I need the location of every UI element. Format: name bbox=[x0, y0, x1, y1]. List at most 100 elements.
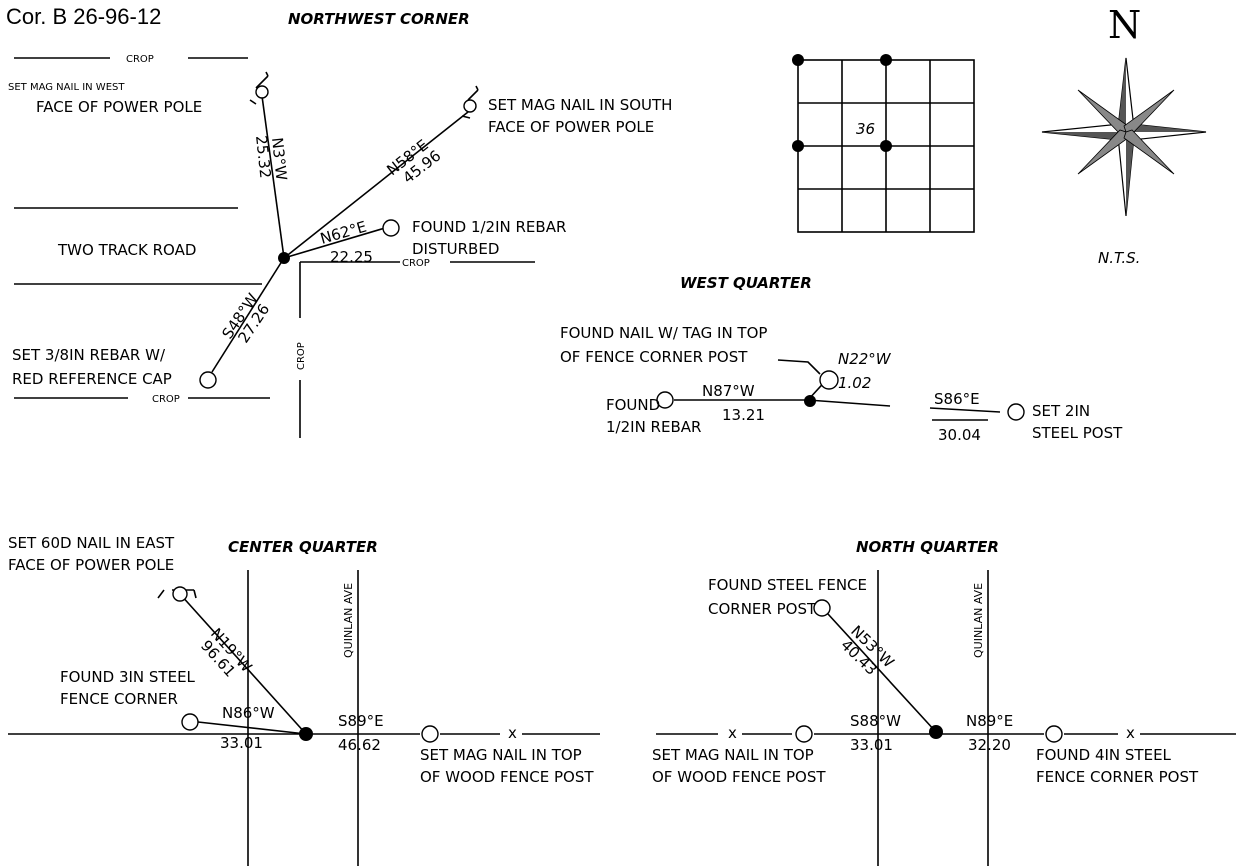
tie-description: OF WOOD FENCE POST bbox=[420, 768, 594, 786]
tie-bearing: N22°W bbox=[838, 350, 892, 368]
found-nail-icon bbox=[819, 370, 839, 390]
tie-distance: 22.25 bbox=[330, 248, 373, 266]
found-fence-post-icon bbox=[813, 599, 831, 617]
tie-bearing: N87°W bbox=[702, 382, 755, 400]
tie-distance: 1.02 bbox=[838, 374, 871, 392]
road-label: QUINLAN AVE bbox=[342, 583, 355, 658]
tie-description: FOUND 3IN STEEL bbox=[60, 668, 196, 686]
tie-description: SET 2IN bbox=[1032, 402, 1090, 420]
tie-description: 1/2IN REBAR bbox=[606, 418, 701, 436]
tie-description: RED REFERENCE CAP bbox=[12, 370, 172, 388]
crop-label: CROP bbox=[152, 394, 180, 405]
northwest-corner-detail: NORTHWEST CORNER CROP TWO TRACK ROAD CRO… bbox=[8, 10, 672, 438]
fence-mark: x bbox=[508, 724, 517, 742]
tie-line bbox=[197, 721, 307, 735]
tie-description: FOUND 1/2IN REBAR bbox=[412, 218, 566, 236]
northwest-corner-title: NORTHWEST CORNER bbox=[288, 10, 470, 28]
set-post-icon bbox=[1007, 403, 1025, 421]
tie-bearing: N62°E bbox=[318, 218, 368, 248]
section-number: 36 bbox=[856, 120, 875, 138]
found-fence-corner-icon bbox=[181, 713, 199, 731]
quarter-monument-icon bbox=[804, 395, 816, 407]
scale-note: N.T.S. bbox=[1098, 249, 1140, 267]
tie-line bbox=[283, 111, 469, 259]
tie-bearing: S88°W bbox=[850, 712, 901, 730]
quarter-monument-icon bbox=[299, 727, 313, 741]
center-quarter-detail: CENTER QUARTER QUINLAN AVE x SET 60D NAI… bbox=[8, 534, 600, 866]
set-rebar-icon bbox=[199, 371, 217, 389]
tie-bearing: N86°W bbox=[222, 704, 275, 722]
north-quarter-detail: NORTH QUARTER QUINLAN AVE x x FOUND STEE… bbox=[652, 538, 1236, 866]
set-mag-nail-icon bbox=[421, 725, 439, 743]
tie-line bbox=[827, 613, 937, 733]
north-arrow: N N.T.S. bbox=[1041, 3, 1207, 267]
corner-monument-icon bbox=[278, 252, 290, 264]
tie-description: FOUND bbox=[606, 396, 660, 414]
crop-label: CROP bbox=[126, 54, 154, 65]
tie-description: OF FENCE CORNER POST bbox=[560, 348, 748, 366]
tie-line bbox=[929, 407, 1001, 413]
west-quarter-detail: WEST QUARTER FOUND NAIL W/ TAG IN TOP OF… bbox=[560, 274, 1123, 444]
tie-description: SET 60D NAIL IN EAST bbox=[8, 534, 175, 552]
tie-description: SET MAG NAIL IN SOUTH bbox=[488, 96, 672, 114]
found-rebar-icon bbox=[656, 391, 674, 409]
tie-distance: 25.32 bbox=[252, 135, 274, 180]
tie-line bbox=[179, 593, 307, 735]
road-label: TWO TRACK ROAD bbox=[57, 241, 196, 259]
tie-description: FACE OF POWER POLE bbox=[36, 98, 202, 116]
tie-description: FACE OF POWER POLE bbox=[8, 556, 174, 574]
tie-description: SET MAG NAIL IN WEST bbox=[8, 82, 125, 93]
power-pole-icon bbox=[461, 85, 479, 119]
found-rebar-icon bbox=[382, 219, 400, 237]
tie-bearing: S89°E bbox=[338, 712, 384, 730]
found-fence-post-icon bbox=[1045, 725, 1063, 743]
tie-description: CORNER POST bbox=[708, 600, 817, 618]
west-quarter-title: WEST QUARTER bbox=[680, 274, 812, 292]
tie-description: FOUND STEEL FENCE bbox=[708, 576, 867, 594]
tie-description: SET MAG NAIL IN TOP bbox=[652, 746, 814, 764]
document-reference: Cor. B 26-96-12 bbox=[6, 4, 161, 29]
compass-rose-icon bbox=[1041, 57, 1207, 217]
corner-marker-icon bbox=[792, 140, 804, 152]
tie-description: SET 3/8IN REBAR W/ bbox=[12, 346, 166, 364]
north-quarter-title: NORTH QUARTER bbox=[856, 538, 999, 556]
center-quarter-title: CENTER QUARTER bbox=[228, 538, 378, 556]
tie-distance: 33.01 bbox=[850, 736, 893, 754]
tie-bearing: S86°E bbox=[934, 390, 980, 408]
fence-mark: x bbox=[728, 724, 737, 742]
tie-distance: 13.21 bbox=[722, 406, 765, 424]
tie-distance: 30.04 bbox=[938, 426, 981, 444]
tie-description: STEEL POST bbox=[1032, 424, 1123, 442]
section-grid: 36 bbox=[792, 54, 975, 233]
set-mag-nail-icon bbox=[795, 725, 813, 743]
north-letter: N bbox=[1108, 3, 1141, 47]
power-pole-icon bbox=[249, 71, 269, 105]
tie-description: FACE OF POWER POLE bbox=[488, 118, 654, 136]
road-label: QUINLAN AVE bbox=[972, 583, 985, 658]
tie-distance: 46.62 bbox=[338, 736, 381, 754]
tie-description: FENCE CORNER POST bbox=[1036, 768, 1199, 786]
leader-line bbox=[777, 359, 821, 375]
tie-description: FOUND 4IN STEEL bbox=[1036, 746, 1172, 764]
tie-line bbox=[807, 399, 891, 407]
crop-label: CROP bbox=[296, 342, 307, 370]
corner-marker-icon bbox=[880, 54, 892, 66]
crop-label: CROP bbox=[402, 258, 430, 269]
tie-bearing: N89°E bbox=[966, 712, 1013, 730]
tie-description: FOUND NAIL W/ TAG IN TOP bbox=[560, 324, 767, 342]
tie-description: OF WOOD FENCE POST bbox=[652, 768, 826, 786]
power-pole-icon bbox=[157, 586, 197, 602]
tie-distance: 33.01 bbox=[220, 734, 263, 752]
tie-distance: 32.20 bbox=[968, 736, 1011, 754]
fence-mark: x bbox=[1126, 724, 1135, 742]
tie-bearing: N3°W bbox=[268, 137, 290, 182]
tie-description: SET MAG NAIL IN TOP bbox=[420, 746, 582, 764]
quarter-monument-icon bbox=[929, 725, 943, 739]
tie-line bbox=[283, 227, 386, 259]
tie-line bbox=[211, 257, 285, 373]
corner-marker-icon bbox=[880, 140, 892, 152]
tie-description: FENCE CORNER bbox=[60, 690, 178, 708]
tie-description: DISTURBED bbox=[412, 240, 499, 258]
